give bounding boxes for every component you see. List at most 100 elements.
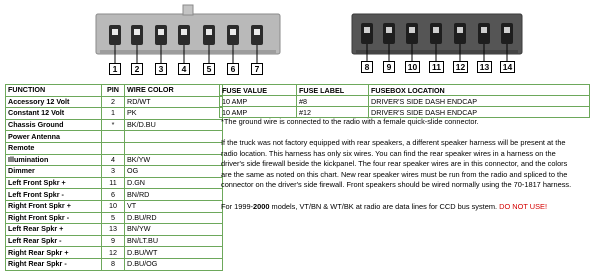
pin-label: 10 — [405, 61, 420, 73]
wire-color-cell: BN/LT.BU — [124, 234, 223, 248]
pin-cell: 1 — [101, 107, 125, 120]
wiring-table: FUNCTION PIN WIRE COLOR Accessory 12 Vol… — [5, 84, 223, 271]
pin-cell: 11 — [101, 176, 125, 190]
pin-cell — [101, 141, 125, 155]
pin-label: 13 — [477, 61, 492, 73]
table-row: Remote — [5, 141, 223, 155]
header-fusebox-location: FUSEBOX LOCATION — [368, 84, 590, 96]
table-row: Power Antenna — [5, 130, 223, 143]
note-line: radio location. This harness has only si… — [221, 148, 556, 158]
left-connector — [95, 4, 523, 63]
ccd-text: models, VT/BN & WT/BK at radio are data … — [269, 202, 500, 211]
fuse-label-cell: #12 — [296, 106, 369, 118]
function-cell: Remote — [5, 141, 102, 155]
wire-color-cell — [124, 141, 223, 155]
wire-color-cell: D.GN — [124, 176, 223, 190]
pin-cell: 8 — [101, 257, 125, 271]
function-cell: Right Rear Spkr - — [5, 257, 102, 271]
header-fuse-label: FUSE LABEL — [296, 84, 369, 96]
fusebox-location-cell: DRIVER'S SIDE DASH ENDCAP — [368, 95, 590, 107]
ground-note: *The ground wire is connected to the rad… — [221, 117, 479, 126]
pin-cell: 3 — [101, 165, 125, 178]
header-function: FUNCTION — [5, 84, 102, 97]
note-line: are the same as noted on this chart. New… — [221, 169, 568, 179]
function-cell: Left Front Spkr + — [5, 176, 102, 190]
wire-color-cell: RD/WT — [124, 95, 223, 109]
wire-color-cell: BN/RD — [124, 188, 223, 201]
wire-color-cell — [124, 130, 223, 143]
pin-label: 11 — [429, 61, 444, 73]
function-cell: Left Rear Spkr + — [5, 223, 102, 236]
rear-speaker-note: If the truck was not factory equipped wi… — [221, 138, 597, 191]
pin-label: 3 — [155, 63, 167, 75]
function-cell: Constant 12 Volt — [5, 107, 102, 120]
function-cell: Right Front Spkr + — [5, 199, 102, 213]
fuse-table: FUSE VALUE FUSE LABEL FUSEBOX LOCATION 1… — [219, 84, 590, 118]
ccd-prefix: For 1999- — [221, 202, 254, 211]
wire-color-cell: BK/YW — [124, 153, 223, 167]
pin-cell: 12 — [101, 246, 125, 259]
wire-color-cell: BN/YW — [124, 223, 223, 236]
pin-cell: 4 — [101, 153, 125, 167]
function-cell: Left Front Spkr - — [5, 188, 102, 201]
pin-label: 1 — [109, 63, 121, 75]
pin-cell: 2 — [101, 95, 125, 109]
wire-color-cell: D.BU/OG — [124, 257, 223, 271]
wire-color-cell: OG — [124, 165, 223, 178]
note-line: driver's side firewall beside the kickpa… — [221, 159, 568, 168]
pin-cell: 13 — [101, 223, 125, 236]
header-pin: PIN — [101, 84, 125, 97]
pin-label: 4 — [178, 63, 190, 75]
fuse-value-cell: 10 AMP — [219, 106, 297, 118]
table-row: Chassis Ground*BK/D.BU — [5, 118, 223, 132]
ccd-warning: DO NOT USE! — [499, 202, 548, 211]
fuse-value-cell: 10 AMP — [219, 95, 297, 107]
function-cell: Illumination — [5, 153, 102, 167]
pin-cell: 9 — [101, 234, 125, 248]
pin-label: 6 — [227, 63, 239, 75]
ccd-bus-note: For 1999-2000 models, VT/BN & WT/BK at r… — [221, 202, 547, 213]
function-cell: Dimmer — [5, 165, 102, 178]
note-line: connector on the driver's side firewall.… — [221, 180, 572, 189]
pin-cell: 5 — [101, 211, 125, 225]
wire-color-cell: VT — [124, 199, 223, 213]
pin-label: 5 — [203, 63, 215, 75]
function-cell: Right Front Spkr - — [5, 211, 102, 225]
function-cell: Left Rear Spkr - — [5, 234, 102, 248]
table-header-row: FUNCTION PIN WIRE COLOR — [5, 84, 223, 97]
function-cell: Chassis Ground — [5, 118, 102, 132]
pin-cell: 10 — [101, 199, 125, 213]
function-cell: Power Antenna — [5, 130, 102, 143]
pin-label: 14 — [500, 61, 515, 73]
table-header-row: FUSE VALUE FUSE LABEL FUSEBOX LOCATION — [219, 84, 590, 96]
wire-color-cell: D.BU/RD — [124, 211, 223, 225]
header-fuse-value: FUSE VALUE — [219, 84, 297, 96]
pin-cell: * — [101, 118, 125, 132]
pin-label: 12 — [453, 61, 468, 73]
pin-label: 2 — [131, 63, 143, 75]
wire-color-cell: BK/D.BU — [124, 118, 223, 132]
function-cell: Right Rear Spkr + — [5, 246, 102, 259]
pin-cell — [101, 130, 125, 143]
header-wire-color: WIRE COLOR — [124, 84, 223, 97]
pin-label: 7 — [251, 63, 263, 75]
fuse-label-cell: #8 — [296, 95, 369, 107]
wire-color-cell: D.BU/WT — [124, 246, 223, 259]
note-line: If the truck was not factory equipped wi… — [221, 138, 566, 147]
ccd-year: 2000 — [253, 202, 270, 211]
function-cell: Accessory 12 Volt — [5, 95, 102, 109]
